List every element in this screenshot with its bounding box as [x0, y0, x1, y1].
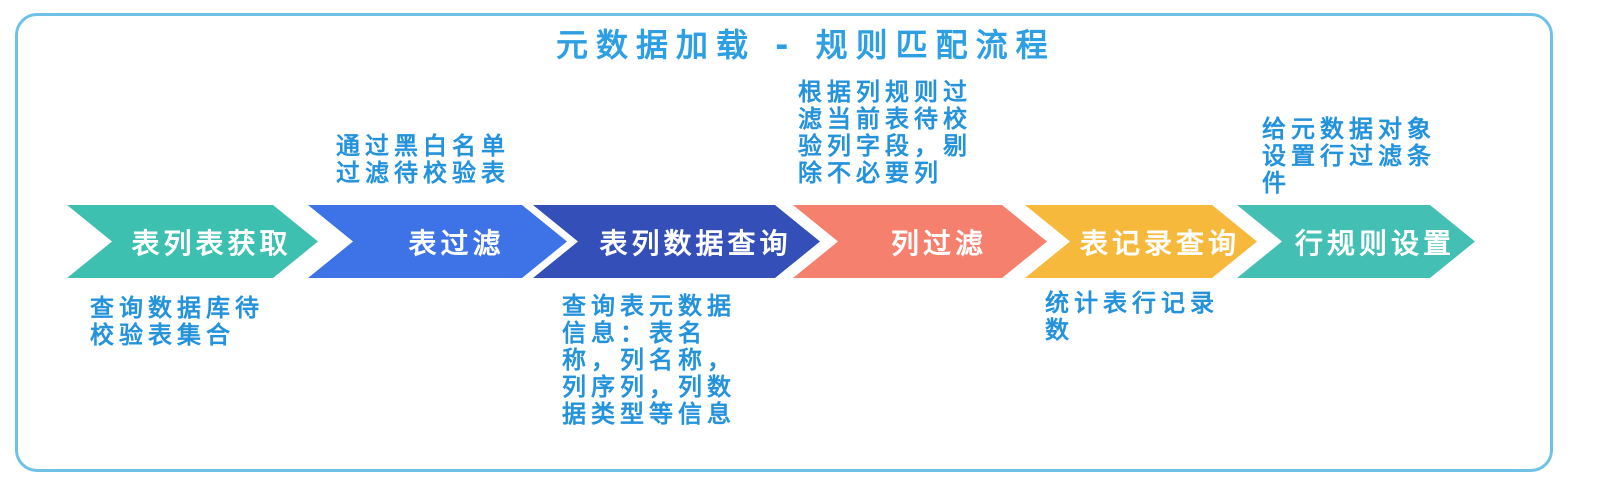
step-note-table-filter: 通过黑白名单 过滤待校验表	[336, 132, 510, 187]
diagram-title: 元数据加载 - 规则匹配流程	[556, 26, 1056, 64]
step-label-table-list-fetch: 表列表获取	[131, 226, 292, 260]
step-chevron-table-column-query: 表列数据查询	[533, 205, 820, 278]
step-note-table-record-query: 统计表行记录 数	[1045, 289, 1219, 344]
step-chevron-table-record-query: 表记录查询	[1025, 205, 1257, 278]
step-note-row-rule-setting: 给元数据对象 设置行过滤条 件	[1262, 115, 1436, 197]
step-chevron-column-filter: 列过滤	[793, 205, 1047, 278]
diagram-border-frame	[15, 13, 1553, 472]
step-label-table-filter: 表过滤	[408, 226, 505, 260]
step-note-table-column-query: 查询表元数据 信息：表名 称，列名称， 列序列，列数 据类型等信息	[562, 292, 736, 428]
step-label-column-filter: 列过滤	[890, 226, 987, 260]
step-chevron-row-rule-setting: 行规则设置	[1237, 205, 1475, 278]
step-label-table-column-query: 表列数据查询	[599, 226, 792, 260]
step-label-row-rule-setting: 行规则设置	[1294, 226, 1455, 260]
step-note-table-list-fetch: 查询数据库待 校验表集合	[90, 294, 264, 349]
step-note-column-filter: 根据列规则过 滤当前表待校 验列字段，剔 除不必要列	[798, 78, 972, 187]
step-label-table-record-query: 表记录查询	[1079, 226, 1240, 260]
